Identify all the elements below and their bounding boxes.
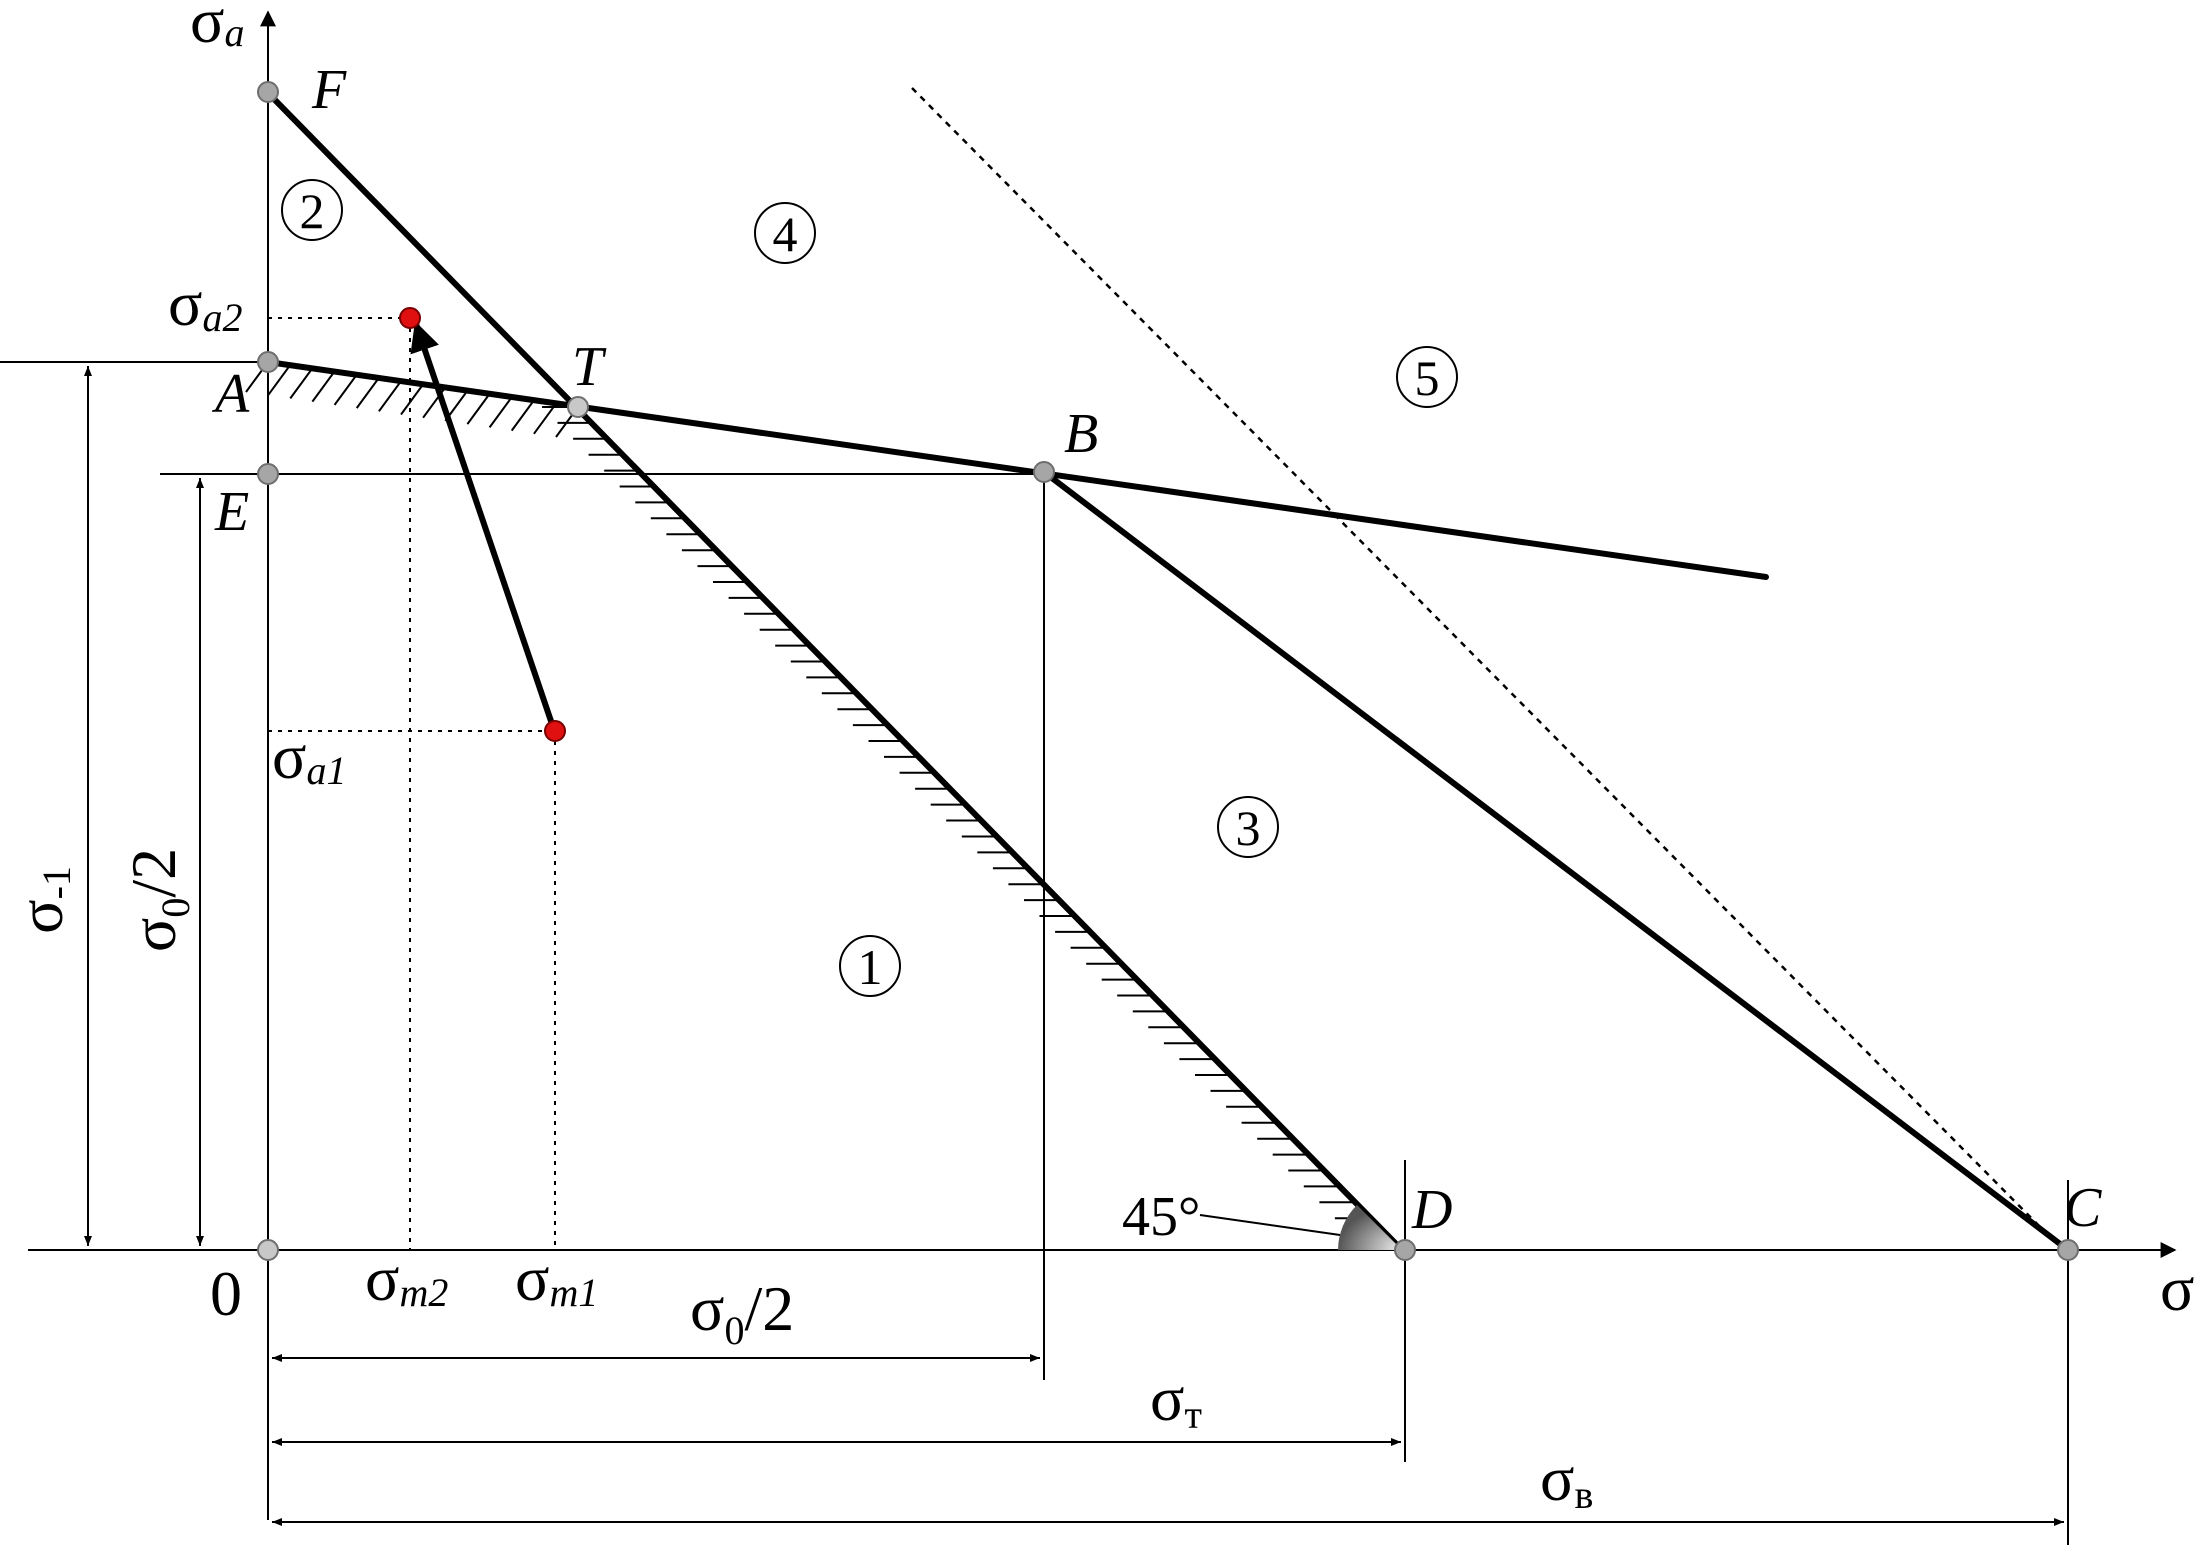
label-sigma-minus1: σ-1 (5, 866, 79, 934)
region-5-label: 5 (1415, 350, 1440, 406)
bottom-extension-verticals (1404, 1250, 2069, 1545)
extension-lines-downward (1404, 1184, 2069, 1250)
below-axis-verticals (1404, 1192, 2069, 1250)
lower-extension-lines (1404, 1184, 2069, 1254)
dim-drop-lines (1404, 1186, 2069, 1250)
label-D: D (1411, 1179, 1452, 1241)
angle-leader (1199, 1214, 1341, 1236)
label-F: F (311, 59, 347, 121)
region-4: 4 (754, 202, 816, 264)
downward-dimension-extensions (1404, 1184, 2069, 1250)
marker-F (257, 81, 279, 103)
vertical-drop-lines (1404, 1186, 2069, 1250)
region-2-circle (281, 179, 343, 241)
region-4-label: 4 (773, 206, 798, 262)
bottom-extension-lines (1404, 1184, 2069, 1250)
label-sigma-v: σв (1540, 1443, 1593, 1517)
label-sigma-a2: σa2 (168, 268, 243, 340)
line-F-D (272, 97, 1405, 1253)
region-3: 3 (1217, 796, 1279, 858)
angle-label: 45° (1122, 1186, 1200, 1248)
bottom-dimension-lines (272, 1354, 2064, 1526)
label-sigma0-half-x: σ0/2 (690, 1273, 794, 1353)
region-1-label: 1 (858, 939, 883, 995)
marker-T (567, 396, 589, 418)
label-sigma-m2: σm2 (365, 1243, 448, 1315)
dimension-extension-lines (1404, 1180, 2069, 1250)
region-4-circle (754, 202, 816, 264)
extension-lines-below-axis (1404, 1184, 2069, 1250)
point-labels: F A E T B D C (211, 59, 2102, 1241)
region-2-label: 2 (300, 183, 325, 239)
marker-B (1033, 461, 1055, 483)
label-sigma-a1: σa1 (272, 721, 347, 793)
marker-C (2057, 1239, 2079, 1261)
angle-45-sector (1338, 1205, 1402, 1250)
label-E: E (214, 481, 249, 543)
hatching (245, 361, 1402, 1251)
extension-lines-to-dimensions (1404, 1184, 2069, 1250)
load-point-2 (399, 307, 421, 329)
dimension-extensions-down (1404, 1190, 2069, 1252)
load-point-1 (544, 720, 566, 742)
region-labels: 1 2 3 4 5 (281, 179, 1458, 997)
projection-lines (268, 317, 556, 1250)
dimension-drop-lines (1404, 1186, 2069, 1250)
region-1: 1 (839, 935, 901, 997)
region-5: 5 (1396, 346, 1458, 408)
marker-origin (257, 1239, 279, 1261)
region-3-circle (1217, 796, 1279, 858)
label-C: C (2064, 1177, 2102, 1239)
below-axis-extensions (1404, 1182, 2069, 1250)
real-dimension-extensions (1404, 1184, 2069, 1256)
extensions-to-dimension-lines (1404, 1192, 2069, 1250)
marker-A (257, 351, 279, 373)
region-5-circle (1396, 346, 1458, 408)
line-A-B-extended (265, 359, 1769, 580)
sub-axis-extension-lines (1404, 1180, 2069, 1250)
label-T: T (572, 336, 607, 398)
region-1-circle (839, 935, 901, 997)
label-sigma0-half-y: σ0/2 (118, 848, 198, 952)
point-markers (257, 81, 2079, 1261)
origin-label: 0 (210, 1258, 242, 1329)
limit-lines (265, 97, 2071, 1253)
y-axis-label: σa (190, 0, 245, 56)
load-path-arrow (410, 321, 556, 728)
label-sigma-m1: σm1 (515, 1243, 598, 1315)
load-points (399, 307, 566, 742)
left-dimension-lines (84, 366, 204, 1246)
drop-lines-below-axis (1404, 1186, 2069, 1254)
dotted-limit-line (911, 87, 2056, 1243)
extension-lines-under-axis (1404, 1184, 2069, 1250)
marker-D (1394, 1239, 1416, 1261)
label-B: B (1064, 403, 1098, 465)
region-3-label: 3 (1236, 800, 1261, 856)
region-2: 2 (281, 179, 343, 241)
x-axis-label: σm (2160, 1253, 2196, 1325)
label-sigma-t: σт (1150, 1363, 1202, 1437)
line-B-C (1041, 469, 2071, 1253)
marker-E (257, 463, 279, 485)
label-A: A (211, 363, 250, 425)
